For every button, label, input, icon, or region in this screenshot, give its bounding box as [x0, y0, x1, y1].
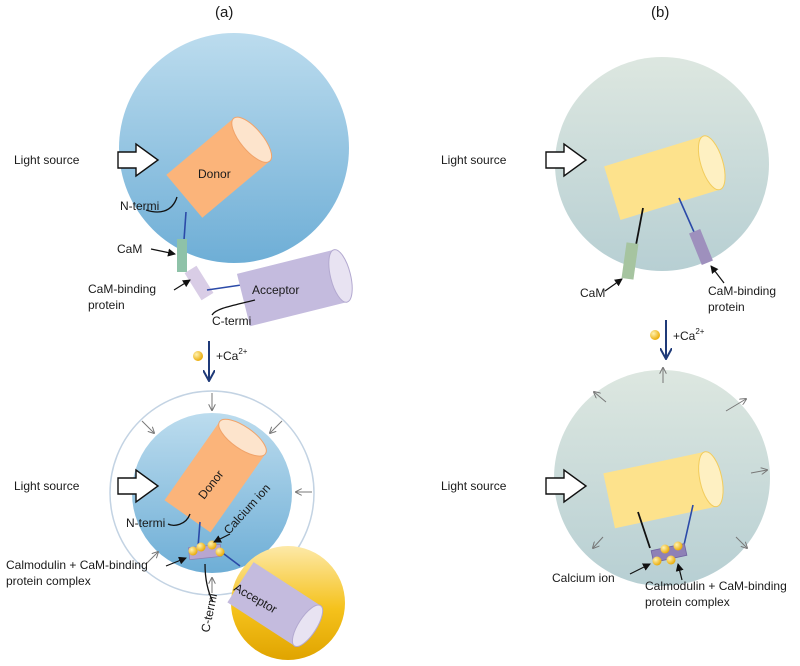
- panel-a-n-termi-bottom-line: [167, 513, 191, 526]
- panel-a-cam-pointer: [150, 248, 176, 257]
- calcium-ion: [666, 555, 676, 565]
- panel-a-ca-sup: 2+: [238, 347, 247, 356]
- panel-b-complex-label-1: Calmodulin + CaM-binding: [645, 579, 787, 593]
- panel-b-light-arrow-top: [545, 142, 588, 178]
- shrink-arrow: [141, 420, 154, 433]
- panel-b-cambp-linker: [678, 197, 695, 233]
- panel-a-light-source-bottom-label: Light source: [14, 479, 80, 493]
- panel-b-fluorophore-top: [604, 135, 726, 220]
- fluorophore-body: [603, 451, 717, 529]
- panel-a-acceptor-top: [236, 249, 353, 327]
- calcium-ion: [196, 542, 206, 552]
- panel-a-n-termi-top-label: N-termi: [120, 199, 159, 213]
- shrink-arrow: [270, 420, 283, 433]
- panel-b-cam: [621, 242, 639, 280]
- expand-arrow: [735, 536, 747, 548]
- panel-a-shrink-arrows: [141, 393, 312, 593]
- panel-a-donor-top-label: Donor: [198, 167, 231, 181]
- panel-a-complex-label-1: Calmodulin + CaM-binding: [6, 558, 148, 572]
- panel-b-complex-label-2: protein complex: [645, 595, 730, 609]
- panel-a-original-outline: [109, 390, 315, 596]
- panel-a-cam-label: CaM: [117, 242, 142, 256]
- panel-b-cambp-label-2: protein: [708, 300, 745, 314]
- acceptor-body: [236, 249, 348, 327]
- panel-b-fluorophore-bottom: [603, 451, 724, 529]
- panel-b-title: (b): [651, 4, 669, 21]
- panel-b-light-source-top-label: Light source: [441, 153, 507, 167]
- panel-a-c-termi-bottom-line: [204, 563, 214, 603]
- panel-b-cam-linker: [635, 207, 644, 246]
- panel-a-complex-pointer: [165, 556, 187, 567]
- panel-b-ca-label: +Ca2+: [673, 327, 705, 343]
- acceptor-cap: [291, 604, 324, 648]
- panel-b-calcium-pointer: [629, 563, 651, 575]
- calcium-ion: [660, 544, 670, 554]
- panel-b-light-arrow-bottom: [545, 468, 588, 504]
- panel-a-linker-top: [183, 211, 187, 241]
- expand-arrow: [725, 399, 746, 412]
- panel-b-cambp-label-1: CaM-binding: [708, 284, 776, 298]
- calcium-ion: [215, 547, 225, 557]
- panel-b-expand-arrows: [593, 368, 767, 548]
- donor-cap: [231, 116, 273, 163]
- panel-a-light-arrow-bottom: [117, 468, 160, 504]
- panel-a-donor-bottom: [164, 418, 267, 533]
- panel-a-light-source-top-label: Light source: [14, 153, 80, 167]
- acceptor-cap: [328, 249, 353, 303]
- fluorophore-body: [604, 136, 720, 220]
- panel-b-light-source-bottom-label: Light source: [441, 479, 507, 493]
- panel-b-calcium-ion-label: Calcium ion: [552, 571, 615, 585]
- panel-a-cambp-pointer: [173, 279, 191, 291]
- panel-b-linker-left: [637, 511, 651, 549]
- calcium-ion: [207, 540, 217, 550]
- panel-a-light-arrow-top: [117, 142, 160, 178]
- panel-a-complex-label-2: protein complex: [6, 574, 91, 588]
- shrink-arrow: [145, 552, 158, 565]
- panel-a-n-termi-line: [145, 196, 178, 213]
- fluorophore-cap: [698, 451, 724, 508]
- panel-a-n-termi-bottom-label: N-termi: [126, 516, 165, 530]
- panel-a-ca-label: +Ca2+: [216, 347, 248, 363]
- panel-a-acceptor-top-label: Acceptor: [252, 283, 299, 297]
- calcium-ion: [652, 556, 662, 566]
- panel-b-cam-label: CaM: [580, 286, 605, 300]
- panel-a-linker-bottom: [197, 521, 201, 548]
- panel-a-cambp-label-1: CaM-binding: [88, 282, 156, 296]
- expand-arrow: [594, 392, 607, 403]
- expand-arrow: [593, 536, 604, 548]
- cam-body: [621, 242, 639, 280]
- panel-b-linker-right: [683, 504, 694, 546]
- panel-b-ca-sup: 2+: [695, 327, 704, 336]
- donor-cap: [218, 418, 267, 457]
- cambp-body: [184, 265, 214, 301]
- panel-a-ca-text: +Ca: [216, 349, 239, 363]
- panel-a-calcium-pointer: [213, 533, 231, 543]
- panel-a-cambp-label-2: protein: [88, 298, 125, 312]
- panel-b-cambp: [689, 228, 713, 266]
- panel-b-ca-text: +Ca: [673, 329, 696, 343]
- panel-a-c-termi-line: [211, 299, 256, 316]
- panel-b-complex-pointer: [675, 563, 684, 581]
- panel-a-c-termi-top-label: C-termi: [212, 314, 251, 328]
- panel-a-c-termi-bottom-label: C-termi: [198, 592, 220, 633]
- calcium-ion: [673, 541, 683, 551]
- panel-a-cam-top: [177, 239, 187, 272]
- panel-b-calcium-icon: [650, 330, 660, 340]
- panel-a-title: (a): [215, 4, 233, 21]
- panel-a-donor-top: [166, 116, 273, 218]
- expand-arrow: [750, 470, 767, 473]
- cambp-body: [689, 228, 713, 266]
- panel-a-calcium-icon: [193, 351, 203, 361]
- panel-b-cambp-pointer: [710, 265, 725, 284]
- panel-b-cam-pointer: [604, 278, 623, 292]
- panel-a-acceptor-bottom: [227, 562, 324, 648]
- panel-a-cambp-top: [184, 265, 214, 301]
- fluorophore-cap: [697, 135, 726, 191]
- calcium-ion: [188, 546, 198, 556]
